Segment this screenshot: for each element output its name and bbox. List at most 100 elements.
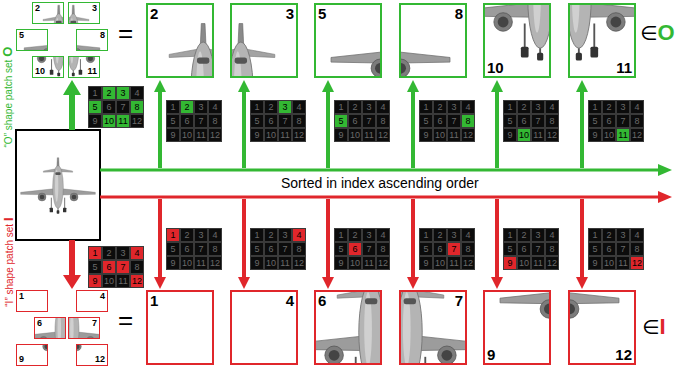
grid-cell: 9	[334, 256, 348, 270]
grid-cell: 6	[264, 242, 278, 256]
grid-cell: 12	[630, 256, 644, 270]
grid-cell: 11	[362, 256, 376, 270]
grid-cell: 10	[180, 256, 194, 270]
grid-cell: 12	[461, 128, 475, 142]
grid-cell: 12	[130, 274, 144, 288]
grid-cell: 7	[447, 114, 461, 128]
grid-cell: 10	[517, 128, 531, 142]
grid-cell: 6	[180, 242, 194, 256]
patch-thumb: 2	[32, 2, 64, 24]
grid-cell: 5	[88, 100, 102, 114]
label-text: “I” shape patch set	[3, 224, 14, 307]
grid-cell: 9	[88, 274, 102, 288]
grid-cell: 2	[517, 228, 531, 242]
patch-thumb: 5	[16, 29, 48, 51]
grid-cell: 12	[130, 114, 144, 128]
set-title: “I” shape patch set I	[0, 217, 15, 306]
grid-cell: 12	[292, 128, 306, 142]
grid-cell: 3	[194, 228, 208, 242]
grid-cell: 11	[616, 128, 630, 142]
grid-cell: 6	[348, 242, 362, 256]
grid-cell: 4	[630, 228, 644, 242]
patch-thumb: 4	[76, 290, 108, 312]
grid-cell: 6	[517, 114, 531, 128]
patch-number: 1	[17, 291, 26, 302]
index-grid: 123456789101112	[503, 228, 559, 270]
grid-cell: 12	[376, 256, 390, 270]
grid-cell: 4	[208, 100, 222, 114]
index-grid: 123456789101112	[334, 228, 390, 270]
patch-number: 12	[93, 354, 107, 365]
grid-cell: 2	[348, 228, 362, 242]
grid-cell: 2	[264, 100, 278, 114]
grid-cell: 4	[208, 228, 222, 242]
index-grid: 123456789101112	[166, 100, 222, 142]
patch-box: 6	[314, 290, 382, 365]
patch-number: 3	[90, 3, 99, 14]
grid-cell: 1	[88, 246, 102, 260]
grid-cell: 8	[208, 114, 222, 128]
membership-label: ∈I	[642, 316, 666, 338]
grid-cell: 3	[278, 228, 292, 242]
grid-cell: 12	[292, 256, 306, 270]
grid-cell: 10	[433, 256, 447, 270]
label-text: I	[0, 217, 15, 221]
grid-cell: 4	[545, 100, 559, 114]
patch-number: 5	[17, 30, 26, 41]
grid-cell: 8	[545, 242, 559, 256]
grid-cell: 5	[250, 242, 264, 256]
patch-box: 11	[568, 3, 636, 78]
grid-cell: 4	[545, 228, 559, 242]
patch-number: 6	[35, 318, 44, 329]
grid-cell: 8	[292, 242, 306, 256]
grid-cell: 11	[194, 256, 208, 270]
grid-cell: 3	[362, 228, 376, 242]
grid-cell: 3	[531, 100, 545, 114]
grid-cell: 1	[250, 100, 264, 114]
grid-cell: 3	[447, 228, 461, 242]
grid-cell: 11	[194, 128, 208, 142]
grid-cell: 10	[602, 128, 616, 142]
grid-cell: 10	[264, 128, 278, 142]
grid-cell: 10	[602, 256, 616, 270]
grid-cell: 5	[503, 242, 517, 256]
label-text: O	[0, 47, 15, 57]
grid-cell: 3	[194, 100, 208, 114]
patch-number: 1	[148, 292, 160, 309]
grid-cell: 4	[630, 100, 644, 114]
patch-number: 10	[33, 66, 47, 77]
grid-cell: 5	[503, 114, 517, 128]
grid-cell: 5	[419, 242, 433, 256]
grid-cell: 1	[588, 228, 602, 242]
grid-cell: 7	[362, 242, 376, 256]
grid-cell: 9	[588, 256, 602, 270]
grid-cell: 11	[278, 256, 292, 270]
patch-number: 9	[17, 354, 26, 365]
index-grid: 123456789101112	[250, 100, 306, 142]
grid-cell: 5	[588, 114, 602, 128]
grid-cell: 12	[208, 256, 222, 270]
grid-cell: 9	[250, 256, 264, 270]
grid-cell: 9	[503, 256, 517, 270]
grid-cell: 11	[531, 128, 545, 142]
grid-cell: 8	[461, 114, 475, 128]
index-grid: 123456789101112	[419, 100, 475, 142]
grid-cell: 7	[116, 100, 130, 114]
index-grid: 123456789101112	[250, 228, 306, 270]
grid-cell: 8	[545, 114, 559, 128]
patch-box: 9	[483, 290, 551, 365]
grid-cell: 7	[278, 114, 292, 128]
grid-cell: 1	[250, 228, 264, 242]
grid-cell: 5	[334, 242, 348, 256]
patch-number: 4	[98, 291, 107, 302]
label-text: Sorted in index ascending order	[277, 174, 483, 192]
grid-cell: 4	[376, 228, 390, 242]
grid-cell: 7	[278, 242, 292, 256]
index-grid: 123456789101112	[503, 100, 559, 142]
grid-cell: 9	[588, 128, 602, 142]
grid-cell: 7	[616, 242, 630, 256]
grid-cell: 5	[334, 114, 348, 128]
grid-cell: 1	[334, 228, 348, 242]
grid-cell: 3	[116, 246, 130, 260]
patch-thumb: 12	[76, 344, 108, 366]
